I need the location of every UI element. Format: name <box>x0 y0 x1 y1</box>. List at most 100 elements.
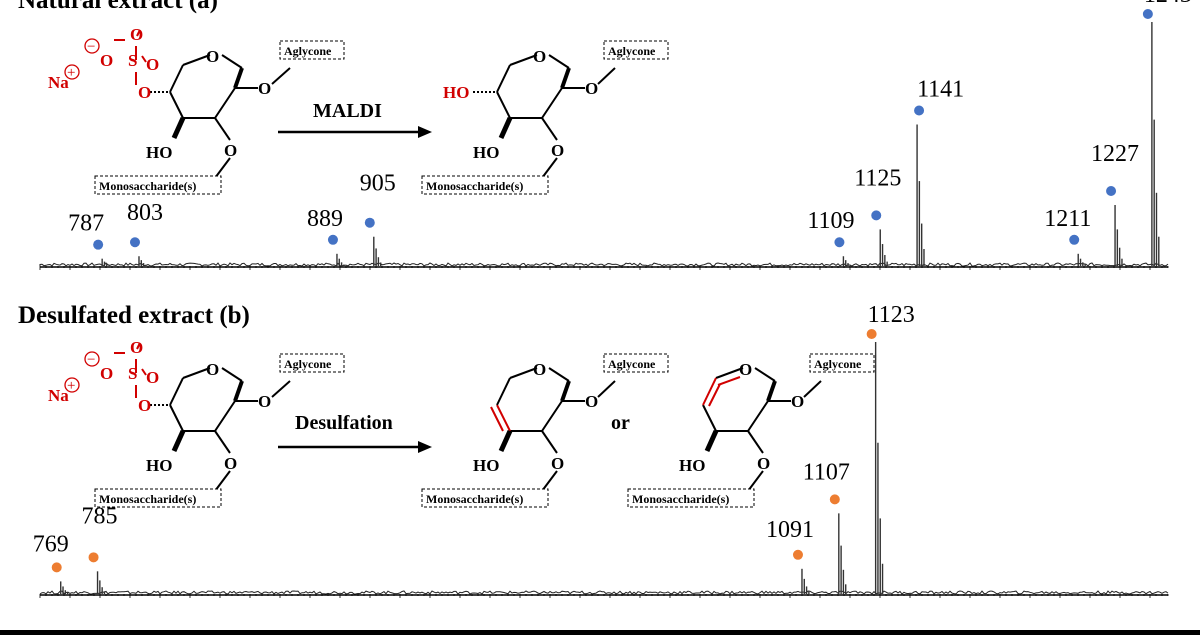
product-monosaccharide-box <box>421 175 549 195</box>
peak-marker <box>871 210 882 221</box>
peak-labels-a: 787803889905110911251141121112271243 <box>68 0 1192 237</box>
peak-marker <box>829 494 840 505</box>
b-aglycone-box <box>279 353 345 373</box>
peak-label: 889 <box>307 206 343 232</box>
b-minus-charge-sign: − <box>87 352 95 368</box>
peak-marker <box>792 549 803 560</box>
anomeric-oxygen: O <box>258 79 271 98</box>
peak-marker <box>88 552 99 563</box>
scheme-a-product-text: O O O HO HO Aglycone Monosaccharide(s) <box>421 40 669 195</box>
peak-label: 1123 <box>868 302 915 328</box>
peak-marker <box>1069 234 1080 245</box>
b-sulfate-oxygen-top: O <box>130 338 143 357</box>
b-sulfate-ester-oxygen: O <box>138 396 151 415</box>
p1-monosaccharide-label: Monosaccharide(s) <box>426 492 523 506</box>
monosaccharide-label: Monosaccharide(s) <box>99 179 196 193</box>
p2-monosaccharide-box <box>627 488 755 508</box>
scheme-a-product <box>473 54 616 179</box>
spectrum-baseline <box>39 262 1169 267</box>
ho-label: HO <box>146 143 172 162</box>
b-ho-label: HO <box>146 456 172 475</box>
product-ring-oxygen: O <box>533 47 546 66</box>
p2-anomeric-oxygen: O <box>791 392 804 411</box>
p1-ring-oxygen: O <box>533 360 546 379</box>
b-sulfate-oxygen-right: O <box>146 368 159 387</box>
desulfation-arrow: Desulfation <box>278 412 432 453</box>
scheme-a-reactant <box>114 29 291 179</box>
b-c2-oxygen: O <box>224 454 237 473</box>
peak-label: 1141 <box>917 76 964 102</box>
scheme-a-reactant-text: O O O HO O S O O O Na + − Aglycone Monos… <box>48 25 345 195</box>
peak-marker <box>1142 9 1153 19</box>
b-anomeric-oxygen: O <box>258 392 271 411</box>
peak-label: 787 <box>68 211 104 237</box>
peak-label: 1211 <box>1044 206 1091 232</box>
product-anomeric-oxygen: O <box>585 79 598 98</box>
peak-marker <box>914 105 925 116</box>
c2-oxygen: O <box>224 141 237 160</box>
b-plus-charge-icon <box>64 377 80 393</box>
p1-c2-oxygen: O <box>551 454 564 473</box>
peak-marker <box>51 562 62 573</box>
peak-marker <box>93 239 104 250</box>
aglycone-box <box>279 40 345 60</box>
b-sodium-counterion: Na <box>48 386 69 405</box>
product-monosaccharide-label: Monosaccharide(s) <box>426 179 523 193</box>
ring-oxygen: O <box>206 47 219 66</box>
desulfation-label: Desulfation <box>295 412 393 434</box>
sulfate-oxygen-right: O <box>146 55 159 74</box>
maldi-label: MALDI <box>313 100 382 122</box>
p1-ho-label: HO <box>473 456 499 475</box>
p1-aglycone-label: Aglycone <box>608 357 656 371</box>
product-ho-label: HO <box>473 143 499 162</box>
peak-label: 785 <box>82 503 118 529</box>
product-red-ho-label: HO <box>443 83 469 102</box>
p2-ring-oxygen: O <box>739 360 752 379</box>
b-sulfate-oxygen-left: O <box>100 364 113 383</box>
scheme-b-reactant-text: O O O HO O S O O O Na + − Aglycone Monos… <box>48 338 345 508</box>
product-aglycone-box <box>603 40 669 60</box>
plus-charge-icon <box>64 64 80 80</box>
panel-desulfated-extract: Desulfated extract (b) 76978510911107112… <box>18 302 1169 598</box>
peak-label: 1109 <box>807 208 854 234</box>
b-ring-oxygen: O <box>206 360 219 379</box>
scheme-b-product-1 <box>490 367 616 492</box>
p1-monosaccharide-box <box>421 488 549 508</box>
p2-aglycone-box <box>809 353 875 373</box>
peak-label: 1125 <box>854 165 901 191</box>
b-aglycone-label: Aglycone <box>284 357 332 371</box>
scheme-b-reactant <box>114 342 291 492</box>
peak-marker <box>327 234 338 245</box>
sulfate-oxygen-left: O <box>100 51 113 70</box>
minus-charge-icon <box>84 38 100 54</box>
b-plus-charge-sign: + <box>67 378 75 394</box>
aglycone-label: Aglycone <box>284 44 332 58</box>
peak-marker <box>834 237 845 248</box>
panel-a-title: Natural extract (a) <box>18 0 218 14</box>
scheme-b-product-2 <box>702 367 822 492</box>
peak-label: 1227 <box>1091 141 1139 167</box>
peak-marker <box>866 329 877 339</box>
spectrum-b <box>39 329 1169 598</box>
product-c2-oxygen: O <box>551 141 564 160</box>
b-monosaccharide-label: Monosaccharide(s) <box>99 492 196 506</box>
p2-monosaccharide-label: Monosaccharide(s) <box>632 492 729 506</box>
peak-label: 905 <box>360 171 396 197</box>
sulfur-atom: S <box>128 51 137 70</box>
b-monosaccharide-box <box>94 488 222 508</box>
plus-charge-sign: + <box>67 65 75 81</box>
peak-marker <box>364 217 375 228</box>
p2-aglycone-label: Aglycone <box>814 357 862 371</box>
or-label: or <box>611 412 630 434</box>
maldi-arrow: MALDI <box>278 100 432 138</box>
spectrum-baseline <box>39 590 1169 595</box>
peak-label: 769 <box>33 531 69 557</box>
scheme-b-product-2-text: O O O HO Aglycone Monosaccharide(s) <box>627 353 875 508</box>
sulfate-oxygen-top: O <box>130 25 143 44</box>
p2-c2-oxygen: O <box>757 454 770 473</box>
product-aglycone-label: Aglycone <box>608 44 656 58</box>
monosaccharide-box <box>94 175 222 195</box>
spectrum-a <box>39 9 1169 270</box>
